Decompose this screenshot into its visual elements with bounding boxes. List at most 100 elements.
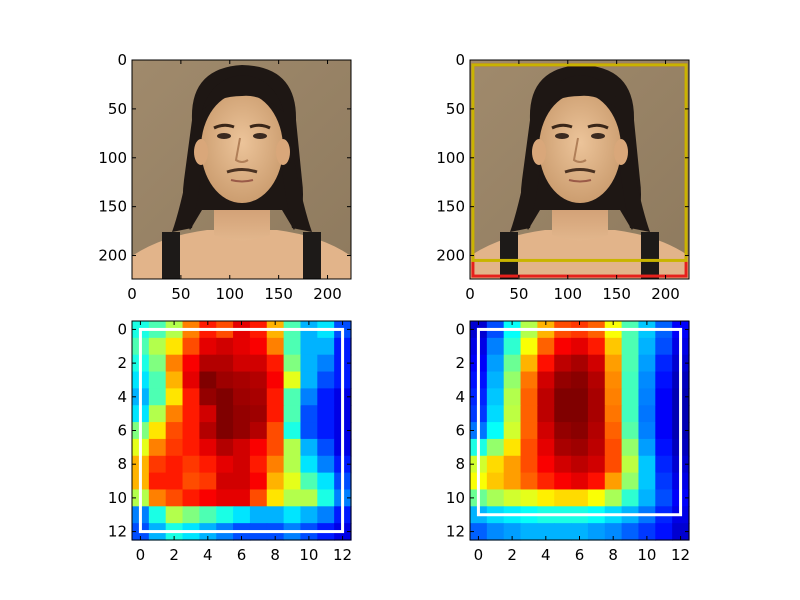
heatmap [132, 321, 352, 541]
heatmap-cell [486, 523, 505, 541]
heatmap-cell [587, 405, 606, 423]
heatmap-cell [621, 371, 640, 389]
heatmap-cell [317, 337, 335, 356]
heatmap-cell [283, 354, 302, 373]
heatmap-cell [182, 455, 200, 474]
heatmap-cell [537, 422, 555, 440]
heatmap-cell [249, 405, 268, 423]
heatmap-cell [266, 405, 285, 423]
heatmap-cell [655, 422, 673, 440]
heatmap-cell [165, 371, 184, 389]
y-tick-label: 4 [117, 388, 127, 406]
heatmap-cell [266, 371, 285, 389]
heatmap-cell [317, 354, 335, 373]
heatmap-cell [503, 371, 522, 389]
heatmap-cell [571, 523, 589, 541]
heatmap-cell [621, 354, 640, 373]
heatmap-cell [249, 506, 268, 524]
y-tick-label: 2 [455, 354, 465, 372]
heatmap-cell [266, 422, 285, 440]
heatmap-cell [148, 405, 167, 423]
heatmap-cell [554, 472, 572, 491]
heatmap-cell [165, 489, 184, 507]
heatmap-cell [249, 388, 268, 406]
heatmap-cell [233, 388, 251, 406]
axes-frame [131, 59, 352, 280]
y-tick-label: 0 [117, 51, 127, 69]
heatmap-cell [520, 388, 538, 406]
heatmap-cell [655, 371, 673, 389]
heatmap-cell [148, 388, 167, 406]
heatmap-cell [554, 422, 572, 440]
x-tick-label: 0 [465, 285, 475, 303]
heatmap-cell [655, 455, 673, 474]
portrait-image [468, 58, 691, 281]
heatmap-cell [182, 354, 200, 373]
heatmap-cell [604, 354, 623, 373]
heatmap-cell [587, 388, 606, 406]
heatmap-cell [520, 523, 538, 541]
x-tick-label: 6 [575, 546, 585, 564]
heatmap-cell [317, 422, 335, 440]
heatmap-cell [182, 472, 200, 491]
heatmap-cell [148, 506, 167, 524]
heatmap [470, 321, 690, 541]
heatmap-cell [165, 472, 184, 491]
heatmap-cell [587, 422, 606, 440]
heatmap-cell [199, 388, 217, 406]
heatmap-cell [587, 438, 606, 457]
heatmap-cell [621, 489, 640, 507]
heatmap-cell [148, 354, 167, 373]
heatmap-cell [266, 506, 285, 524]
bounding-boxes [476, 327, 683, 517]
heatmap-cell [216, 388, 234, 406]
heatmap-cell [554, 388, 572, 406]
heatmap-cell [604, 337, 623, 356]
heatmap-cell [182, 388, 200, 406]
x-tick-label: 0 [474, 546, 484, 564]
heatmap-cell [300, 472, 318, 491]
heatmap-cell [638, 489, 656, 507]
heatmap-cell [182, 489, 200, 507]
x-tick-label: 10 [299, 546, 318, 564]
heatmap-cell [571, 337, 589, 356]
heatmap-cell [233, 337, 251, 356]
x-tick-label: 200 [651, 285, 680, 303]
heatmap-cell [266, 438, 285, 457]
heatmap-cell [520, 472, 538, 491]
heatmap-cell [503, 337, 522, 356]
y-tick-label: 100 [436, 149, 465, 167]
heatmap-cell [604, 438, 623, 457]
heatmap-cell [486, 438, 505, 457]
heatmap-cell [182, 506, 200, 524]
heatmap-cell [165, 455, 184, 474]
heatmap-cell [638, 472, 656, 491]
heatmap-cell [655, 489, 673, 507]
heatmap-cell [317, 388, 335, 406]
heatmap-cell [249, 422, 268, 440]
heatmap-cell [486, 472, 505, 491]
heatmap-cell [317, 489, 335, 507]
heatmap-cell [249, 438, 268, 457]
heatmap-cell [148, 472, 167, 491]
x-tick-label: 4 [541, 546, 551, 564]
heatmap-cell [537, 489, 555, 507]
bounding-boxes [138, 327, 345, 534]
heatmap-cell [503, 422, 522, 440]
heatmap-cell [199, 489, 217, 507]
heatmap-cell [520, 489, 538, 507]
y-tick-label: 2 [117, 354, 127, 372]
heatmap-cell [571, 388, 589, 406]
heatmap-cell [571, 489, 589, 507]
heatmap-cell [317, 405, 335, 423]
heatmap-cell [148, 422, 167, 440]
heatmap-cell [486, 422, 505, 440]
heatmap-cell [655, 405, 673, 423]
heatmap-cell [249, 337, 268, 356]
heatmap-cell [520, 354, 538, 373]
heatmap-cell [537, 438, 555, 457]
heatmap-cell [571, 472, 589, 491]
heatmap-cell [621, 455, 640, 474]
heatmap-cell [571, 405, 589, 423]
